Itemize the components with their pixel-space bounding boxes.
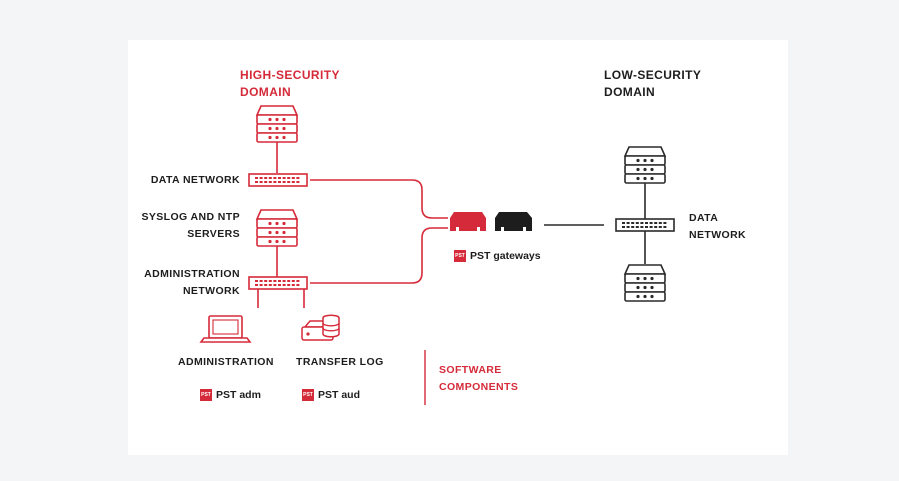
admin-network-switch-icon — [248, 276, 308, 290]
pst-logo-icon: PST — [302, 389, 314, 401]
pst-logo-icon: PST — [454, 250, 466, 262]
gateway-icon-red — [450, 212, 486, 231]
pst-aud-label: PST aud — [318, 389, 361, 401]
pst-adm-label: PST adm — [216, 389, 261, 401]
log-storage-icon — [301, 314, 340, 341]
pst-logo-icon: PST — [200, 389, 212, 401]
data-server-icon — [256, 105, 298, 143]
administration-label: ADMINISTRATION — [178, 356, 274, 368]
syslog-ntp-server-icon — [256, 209, 298, 247]
transfer-log-label: TRANSFER LOG — [296, 356, 384, 368]
pst-adm-badge: PST PST adm — [200, 389, 261, 401]
pst-gateways-label: PST gateways — [470, 250, 541, 262]
pst-gateways-badge: PST PST gateways — [454, 250, 541, 262]
data-network-label: DATA NETWORK — [150, 174, 240, 186]
low-server-top-icon — [624, 146, 666, 184]
low-data-network-switch-icon — [615, 218, 675, 232]
low-server-bottom-icon — [624, 264, 666, 302]
pst-aud-badge: PST PST aud — [302, 389, 360, 401]
gateway-icon-dark — [495, 212, 532, 231]
diagram-card — [128, 40, 788, 455]
laptop-icon — [199, 315, 252, 343]
data-network-switch-icon — [248, 173, 308, 187]
